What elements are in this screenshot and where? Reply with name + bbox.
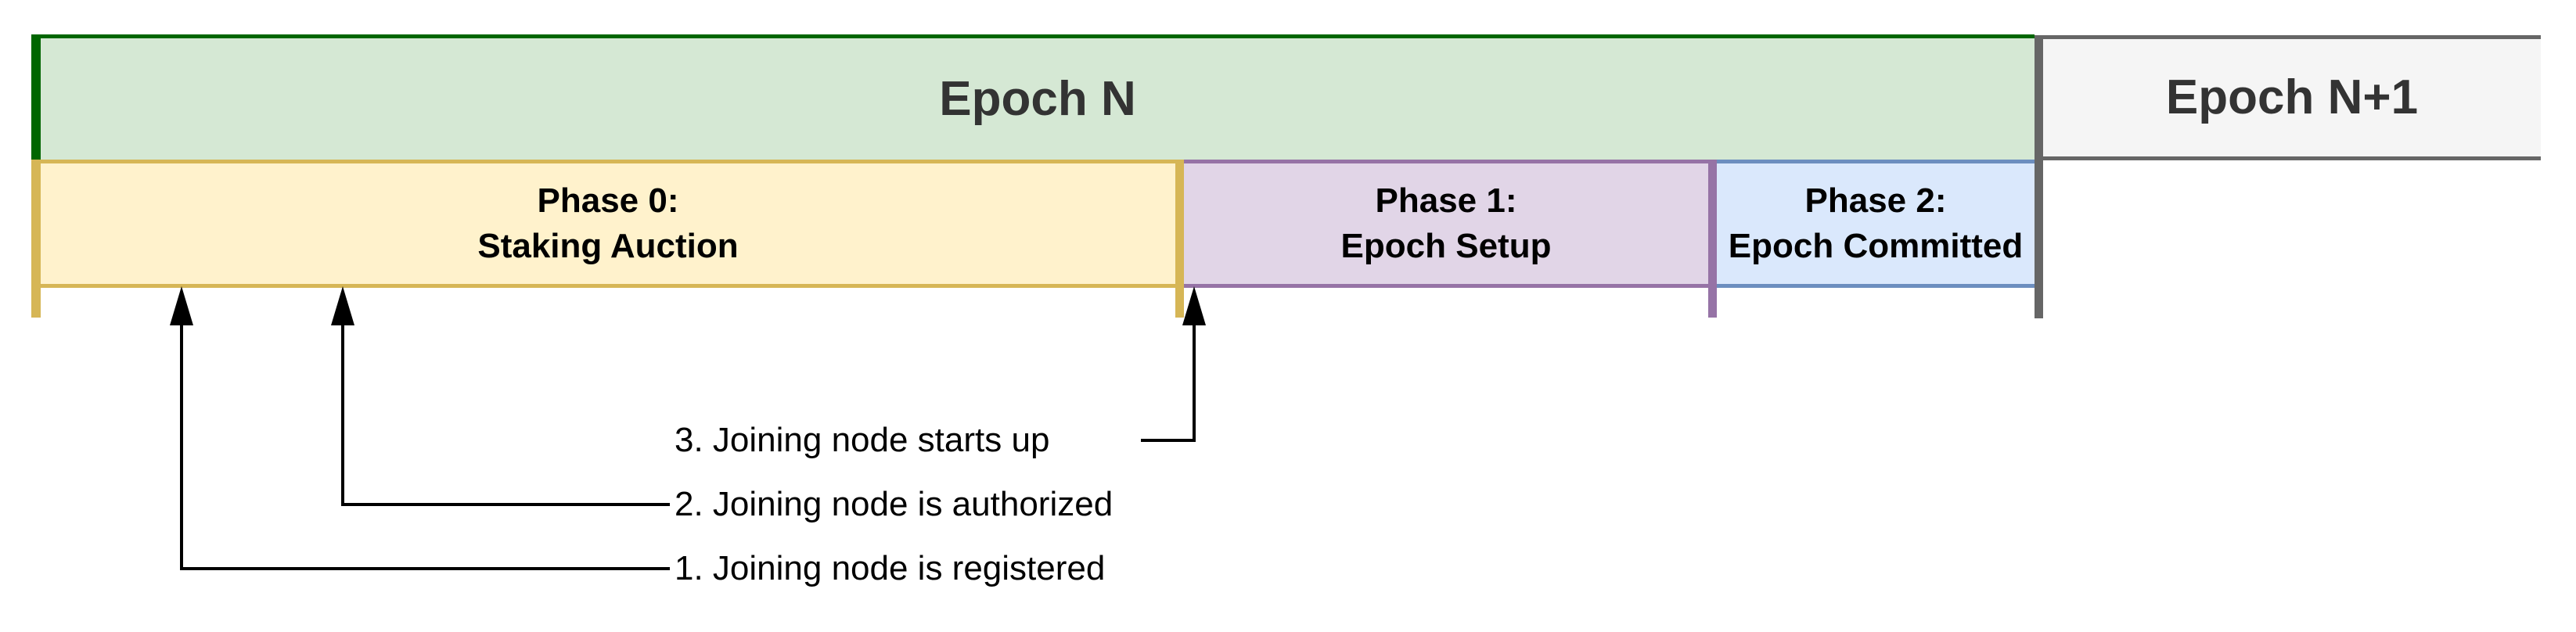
arrow-1-head-icon: [170, 286, 193, 325]
arrow-2-head-icon: [331, 286, 354, 325]
phase-2-subtitle: Epoch Committed: [1728, 227, 2024, 265]
arrow-3-head-icon: [1182, 286, 1206, 325]
epoch-boundary-line: [2035, 35, 2043, 318]
epoch-n1-bar: Epoch N+1: [2043, 35, 2541, 160]
phase-1-phase-2-boundary-tick: [1708, 160, 1717, 318]
phase-0-box: Phase 0: Staking Auction: [41, 160, 1175, 288]
annotation-authorized: 2. Joining node is authorized: [675, 485, 1114, 523]
arrow-2-connector: [341, 322, 670, 506]
phase-1-subtitle: Epoch Setup: [1340, 227, 1552, 265]
phase-0-left-boundary-tick: [31, 160, 41, 318]
epoch-n-label: Epoch N: [939, 71, 1136, 126]
phase-1-title: Phase 1:: [1375, 181, 1517, 220]
phase-0-subtitle: Staking Auction: [477, 227, 739, 265]
epoch-n-bar: Epoch N: [31, 34, 2035, 160]
annotation-registered: 1. Joining node is registered: [675, 549, 1106, 587]
phase-1-box: Phase 1: Epoch Setup: [1184, 160, 1708, 288]
phase-0-phase-1-boundary-tick: [1175, 160, 1184, 318]
epoch-n1-label: Epoch N+1: [2165, 70, 2419, 124]
phase-2-box: Phase 2: Epoch Committed: [1717, 160, 2035, 288]
phase-2-title: Phase 2:: [1804, 181, 1947, 220]
arrow-1-connector: [180, 322, 670, 570]
annotation-starts-up: 3. Joining node starts up: [675, 421, 1050, 459]
arrow-3-connector: [1141, 322, 1196, 442]
phase-0-title: Phase 0:: [537, 181, 679, 220]
